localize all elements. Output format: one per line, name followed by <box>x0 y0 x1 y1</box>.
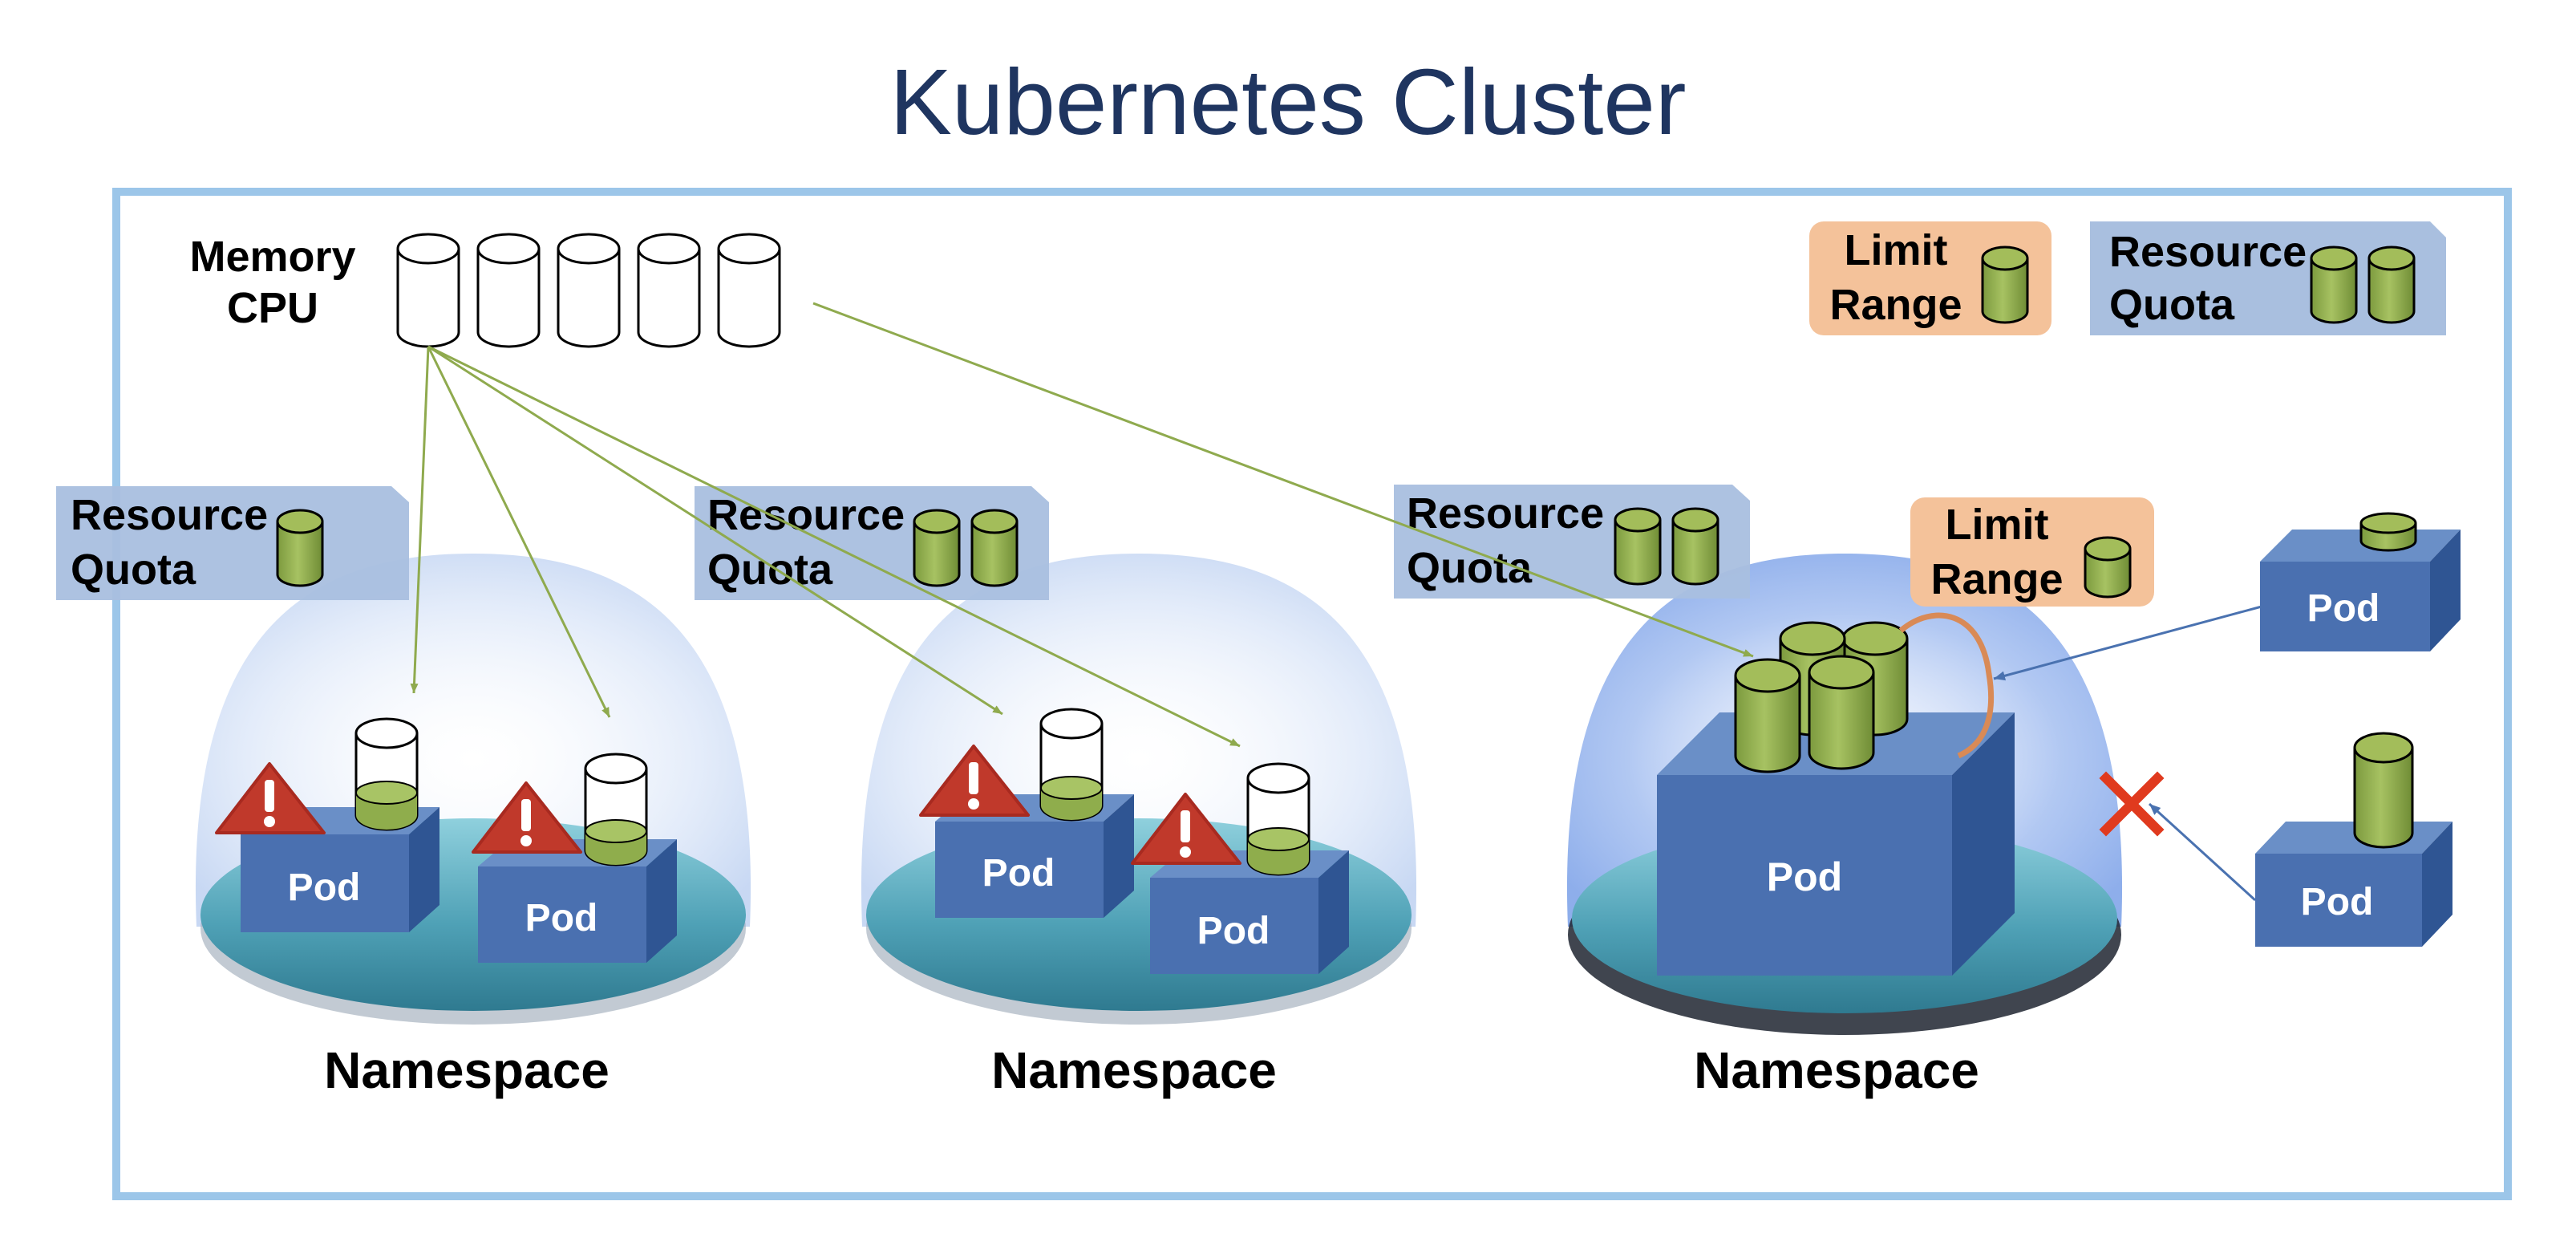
reject-arrow <box>2148 802 2257 902</box>
legend-resource-quota: Resource Quota <box>2090 221 2446 335</box>
namespace-1-resource-quota: Resource Quota <box>56 486 409 600</box>
warning-icon <box>919 745 1030 817</box>
quota-line2: Quota <box>71 546 196 594</box>
cylinder-icon <box>2359 512 2417 552</box>
namespace-2-pod-2: Pod <box>1150 850 1349 974</box>
legend-resource-quota-line1: Resource <box>2109 228 2307 276</box>
cylinder-icon <box>2084 536 2132 599</box>
pod-label: Pod <box>525 897 598 939</box>
arrow <box>427 345 1003 716</box>
cylinder-icon <box>476 233 541 348</box>
cylinder-icon <box>1981 246 2029 324</box>
cylinder-icon <box>637 233 701 348</box>
cylinder-icon <box>396 233 460 348</box>
cylinder-icon <box>2353 732 2414 849</box>
reject-x-icon <box>2099 771 2165 837</box>
cylinder-icon <box>276 509 324 587</box>
admit-arrow <box>1993 605 2262 681</box>
external-pod-rejected: Pod <box>2255 732 2452 947</box>
cylinder-icon <box>1614 507 1662 586</box>
cylinder-icon <box>1671 507 1719 586</box>
cluster-boundary <box>112 188 2512 1200</box>
external-pod-admitted: Pod <box>2260 512 2461 651</box>
arrow <box>427 346 611 718</box>
cluster-resource-cylinders <box>396 233 781 348</box>
pod-label: Pod <box>1767 854 1842 899</box>
namespace-3-pod-cylinders <box>1734 621 1909 773</box>
legend-resource-quota-line2: Quota <box>2109 281 2235 329</box>
allocation-arrows <box>410 302 1754 748</box>
cylinder-icon <box>584 753 648 866</box>
cylinder-icon <box>1039 708 1104 822</box>
page-title: Kubernetes Cluster <box>889 50 1687 154</box>
pod-label: Pod <box>2307 587 2380 630</box>
cylinder-icon <box>557 233 621 348</box>
limit-range-line2: Range <box>1930 555 2063 603</box>
warning-icon <box>472 781 582 854</box>
arrow <box>427 345 1241 748</box>
legend-limit-range-line2: Range <box>1829 281 1962 329</box>
warning-icon <box>215 762 326 834</box>
quota-line1: Resource <box>71 491 268 539</box>
cylinder-icon <box>1808 655 1875 770</box>
pod-label: Pod <box>1197 910 1270 952</box>
limit-range-bracket <box>1898 612 1995 759</box>
cylinder-icon <box>1246 762 1310 876</box>
pod-label: Pod <box>288 866 361 909</box>
cylinder-icon <box>2310 246 2358 324</box>
cylinder-icon <box>2367 246 2416 324</box>
namespace-3-limit-range: Limit Range <box>1910 497 2154 607</box>
cylinder-icon <box>354 717 419 831</box>
cylinder-icon <box>913 509 961 587</box>
cylinder-icon <box>970 509 1019 587</box>
arrow <box>812 302 1754 658</box>
namespace-label: Namespace <box>991 1041 1277 1099</box>
memory-label: Memory <box>189 233 355 281</box>
namespace-label: Namespace <box>324 1041 610 1099</box>
legend-limit-range: Limit Range <box>1809 221 2051 335</box>
cylinder-icon <box>717 233 781 348</box>
pod-label: Pod <box>982 852 1055 895</box>
cpu-label: CPU <box>227 284 318 332</box>
pod-label: Pod <box>2301 881 2374 923</box>
arrow <box>410 346 430 694</box>
limit-range-line1: Limit <box>1946 501 2049 549</box>
quota-line2: Quota <box>1407 544 1533 592</box>
quota-line2: Quota <box>707 546 833 594</box>
namespace-3-resource-quota: Resource Quota <box>1394 485 1750 599</box>
legend-limit-range-line1: Limit <box>1845 226 1948 274</box>
namespace-1-pod-2: Pod <box>478 839 677 963</box>
namespace-label: Namespace <box>1694 1041 1979 1099</box>
warning-icon <box>1131 793 1241 865</box>
cylinder-icon <box>1734 658 1801 773</box>
quota-line1: Resource <box>1407 489 1604 538</box>
